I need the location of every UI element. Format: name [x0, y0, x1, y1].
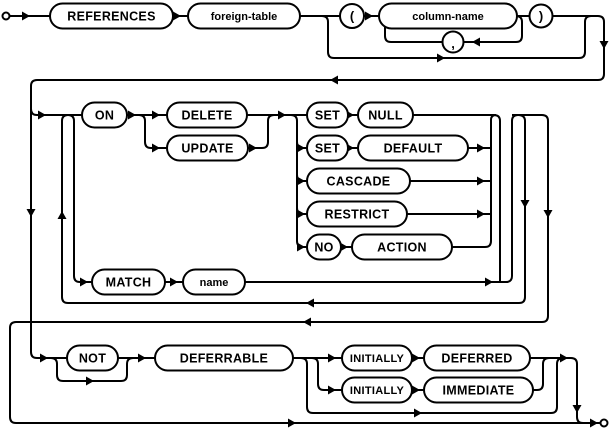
node-foreign-table-label: foreign-table [211, 11, 278, 23]
node-initially1-label: INITIALLY [350, 353, 405, 365]
node-set1-label: SET [315, 109, 340, 123]
node-deferrable-label: DEFERRABLE [180, 352, 268, 366]
start-terminal [1, 11, 11, 21]
node-comma: , [441, 30, 465, 54]
node-references-label: REFERENCES [67, 10, 155, 24]
node-column-name: column-name [378, 2, 518, 30]
node-deferred: DEFERRED [423, 344, 531, 372]
node-open-paren-label: ( [350, 9, 355, 24]
node-default: DEFAULT [357, 134, 469, 162]
node-initially2-label: INITIALLY [350, 385, 405, 397]
node-match-label: MATCH [106, 276, 152, 290]
node-close-paren-label: ) [539, 9, 543, 24]
node-cascade-label: CASCADE [327, 175, 391, 189]
end-terminal [599, 418, 609, 428]
node-deferrable: DEFERRABLE [154, 344, 294, 372]
node-on: ON [81, 101, 128, 129]
node-foreign-table: foreign-table [187, 2, 301, 30]
node-set-default-set: SET [306, 134, 349, 162]
node-set-null-set: SET [306, 101, 349, 129]
node-close-paren: ) [528, 3, 554, 29]
node-no-label: NO [314, 241, 333, 255]
node-on-label: ON [95, 109, 114, 123]
node-column-name-label: column-name [412, 11, 484, 23]
node-deferred-label: DEFERRED [441, 352, 512, 366]
node-cascade: CASCADE [306, 167, 411, 195]
node-set2-label: SET [315, 142, 340, 156]
node-restrict-label: RESTRICT [325, 208, 390, 222]
node-initially-deferred-initially: INITIALLY [341, 344, 413, 372]
node-null-label: NULL [368, 109, 403, 123]
node-update: UPDATE [166, 134, 249, 162]
node-null: NULL [357, 101, 414, 129]
node-initially-immediate-initially: INITIALLY [341, 376, 413, 404]
node-restrict: RESTRICT [306, 200, 408, 228]
node-delete-label: DELETE [181, 109, 232, 123]
node-name-label: name [200, 277, 229, 289]
node-not: NOT [66, 344, 119, 372]
node-immediate-label: IMMEDIATE [443, 384, 515, 398]
node-open-paren: ( [339, 3, 365, 29]
node-no: NO [306, 233, 342, 261]
node-action: ACTION [351, 233, 453, 261]
node-update-label: UPDATE [181, 142, 233, 156]
node-match: MATCH [91, 268, 166, 296]
node-name: name [182, 268, 246, 296]
node-immediate: IMMEDIATE [423, 376, 534, 404]
node-action-label: ACTION [377, 241, 427, 255]
node-not-label: NOT [79, 352, 106, 366]
node-comma-label: , [451, 36, 455, 51]
node-delete: DELETE [166, 101, 248, 129]
node-references: REFERENCES [49, 2, 174, 30]
node-default-label: DEFAULT [384, 142, 443, 156]
